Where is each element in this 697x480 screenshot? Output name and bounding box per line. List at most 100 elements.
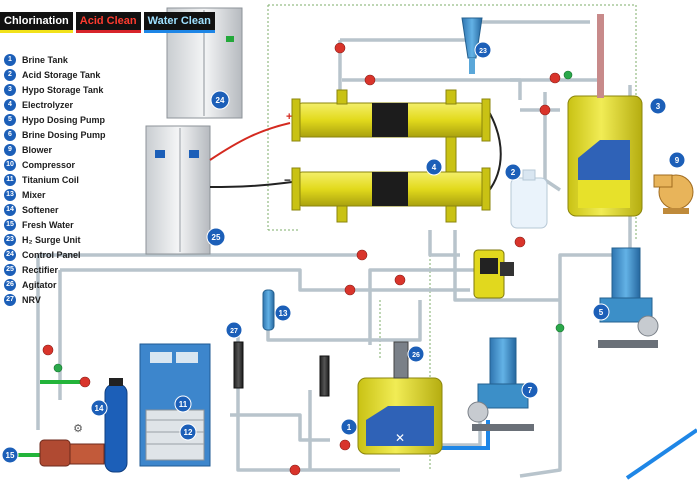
hypo-storage-tank: 3 xyxy=(567,14,667,217)
water-outlet-pipe xyxy=(625,428,697,480)
valve-icon[interactable] xyxy=(563,70,573,80)
legend-number: 9 xyxy=(4,143,16,156)
callout-label: 4 xyxy=(432,163,437,172)
legend-label: Brine Dosing Pump xyxy=(22,129,106,140)
mixer-body xyxy=(262,289,275,331)
callout-badge xyxy=(668,151,686,169)
electrolyzer-nozzle xyxy=(445,89,457,105)
flow-meter xyxy=(319,355,330,397)
callout-badge xyxy=(274,304,292,322)
legend-label: Agitator xyxy=(22,279,57,290)
callout-badge xyxy=(649,97,667,115)
callout-label: 25 xyxy=(212,233,221,242)
positive-cable xyxy=(209,122,291,161)
valve-icon[interactable] xyxy=(42,344,54,356)
legend-label: H₂ Surge Unit xyxy=(22,234,81,245)
legend-label: Mixer xyxy=(22,189,46,200)
dosing-pump-head xyxy=(500,262,514,276)
tab-chlorination[interactable]: Chlorination xyxy=(0,12,73,33)
softener: 14 xyxy=(90,378,128,473)
legend-number: 2 xyxy=(4,68,16,81)
pipe xyxy=(368,268,500,345)
rectifier-meter xyxy=(189,150,199,158)
valve-icon[interactable] xyxy=(356,249,368,261)
electrolyzer-nozzle xyxy=(445,205,457,223)
green-valves xyxy=(53,70,573,373)
legend-label: Blower xyxy=(22,144,53,155)
acid-tank-cap xyxy=(522,169,536,181)
fresh-water-pump: ⚙ 15 xyxy=(1,423,105,467)
callout-label: 9 xyxy=(675,156,680,165)
valve-icon[interactable] xyxy=(344,284,356,296)
brine-tank: ✕ 26 1 xyxy=(340,341,443,455)
legend-number: 5 xyxy=(4,113,16,126)
legend-number: 27 xyxy=(4,293,16,306)
callout-label: 11 xyxy=(179,400,188,409)
callout-badge xyxy=(206,227,226,247)
hypo-pump-head xyxy=(637,315,659,337)
legend-label: Hypo Storage Tank xyxy=(22,84,104,95)
valve-icon[interactable] xyxy=(514,236,526,248)
callout-badge xyxy=(425,158,443,176)
electrolyzer-flange xyxy=(291,167,301,211)
valves xyxy=(42,42,561,476)
callout-badge xyxy=(504,163,522,181)
pipe xyxy=(60,268,470,292)
legend-number: 3 xyxy=(4,83,16,96)
legend-label: Brine Tank xyxy=(22,54,68,65)
valve-icon[interactable] xyxy=(79,376,91,388)
electrolyzer-flange xyxy=(291,98,301,142)
acid-storage-tank: 2 xyxy=(504,163,548,229)
blower: 9 xyxy=(653,151,694,214)
legend-item: 23 H₂ Surge Unit xyxy=(4,232,106,247)
rectifier-cabinet xyxy=(145,125,211,255)
callout-badge xyxy=(592,303,610,321)
tab-water-clean[interactable]: Water Clean xyxy=(143,12,215,33)
callout-label: 3 xyxy=(656,102,661,111)
legend-label: Hypo Dosing Pump xyxy=(22,114,105,125)
blower-base xyxy=(663,208,689,214)
valve-icon[interactable] xyxy=(555,323,565,333)
legend-number: 14 xyxy=(4,203,16,216)
process-tabs: Chlorination Acid Clean Water Clean xyxy=(0,12,215,33)
valve-icon[interactable] xyxy=(339,439,351,451)
legend-number: 23 xyxy=(4,233,16,246)
acid-tank-body xyxy=(510,177,548,229)
callout-label: 5 xyxy=(599,308,604,317)
valve-icon[interactable] xyxy=(53,363,63,373)
legend-number: 1 xyxy=(4,53,16,66)
callout-label: 1 xyxy=(347,423,352,432)
valve-icon[interactable] xyxy=(394,274,406,286)
legend-number: 4 xyxy=(4,98,16,111)
valve-icon[interactable] xyxy=(334,42,346,54)
valve-icon[interactable] xyxy=(549,72,561,84)
electrolyzer-flange xyxy=(481,98,491,142)
valve-icon[interactable] xyxy=(289,464,301,476)
legend-item: 9 Blower xyxy=(4,142,106,157)
callout-label: 12 xyxy=(184,428,193,437)
blower-inlet xyxy=(653,174,673,188)
legend-number: 11 xyxy=(4,173,16,186)
negative-cable xyxy=(209,181,293,188)
callout-label: 15 xyxy=(6,451,15,460)
legend-number: 26 xyxy=(4,278,16,291)
control-panel-indicator xyxy=(226,36,234,42)
valve-icon[interactable] xyxy=(364,74,376,86)
h2-surge-stem xyxy=(469,58,475,74)
callout-label: 27 xyxy=(230,328,238,335)
legend-number: 10 xyxy=(4,158,16,171)
tab-acid-clean[interactable]: Acid Clean xyxy=(75,12,141,33)
electrolyzer-band xyxy=(372,103,408,137)
pipe xyxy=(440,420,482,447)
callout-badge xyxy=(407,345,425,363)
compressor-unit: 11 12 xyxy=(139,343,211,467)
valve-icon[interactable] xyxy=(539,104,551,116)
legend-label: Electrolyzer xyxy=(22,99,74,110)
